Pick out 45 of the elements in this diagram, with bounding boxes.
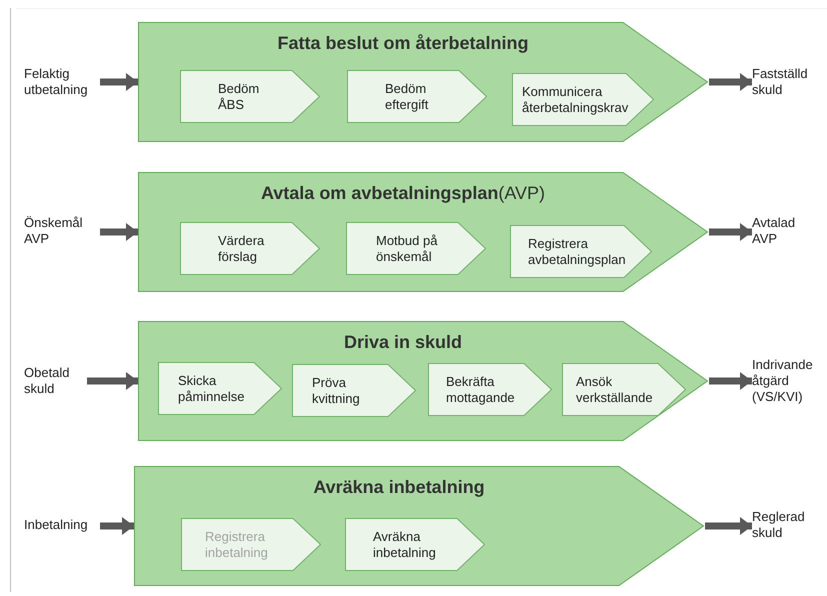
process-title: Fatta beslut om återbetalning: [276, 32, 530, 54]
process-title: Avtala om avbetalningsplan(AVP): [260, 182, 546, 204]
process-title: Driva in skuld: [342, 331, 464, 353]
process-step: [346, 222, 486, 275]
step-label: Skicka påminnelse: [178, 372, 246, 404]
arrow: [709, 372, 752, 390]
step-label: Bedöm ÅBS: [218, 80, 260, 112]
process-stage: [138, 22, 708, 142]
process-step: [180, 70, 320, 123]
step-label: Motbud på önskemål: [376, 232, 438, 264]
output-label: Reglerad skuld: [752, 509, 824, 541]
output-label: Avtalad AVP: [752, 215, 812, 247]
step-label: Värdera förslag: [218, 232, 266, 264]
process-title: Avräkna inbetalning: [312, 476, 486, 498]
arrow: [100, 517, 134, 535]
process-stage: [138, 321, 708, 441]
step-label: Avräkna inbetalning: [373, 528, 437, 560]
process-step: [181, 518, 321, 571]
arrow: [705, 517, 752, 535]
output-label: Indrivande åtgärd (VS/KVI): [752, 357, 824, 405]
arrow: [100, 223, 138, 241]
step-label: Registrera inbetalning: [205, 528, 269, 560]
process-step: [345, 518, 485, 571]
arrow: [100, 73, 138, 91]
step-label: Bekräfta mottagande: [446, 374, 516, 406]
process-stage: [134, 466, 704, 586]
process-step: [510, 225, 652, 278]
process-stage: [138, 172, 708, 292]
step-label: Pröva kvittning: [312, 374, 361, 406]
arrow: [709, 223, 752, 241]
input-label: Önskemål AVP: [24, 215, 99, 247]
step-label: Bedöm eftergift: [385, 80, 430, 112]
process-step: [180, 222, 320, 275]
arrow: [87, 372, 138, 390]
step-label: Ansök verkställande: [576, 374, 654, 406]
input-label: Inbetalning: [24, 517, 99, 533]
input-label: Felaktig utbetalning: [24, 66, 99, 98]
arrow: [709, 73, 752, 91]
output-label: Fastställd skuld: [752, 66, 824, 98]
step-label: Registrera avbetalningsplan: [528, 236, 627, 268]
process-step: [562, 363, 686, 416]
process-step: [512, 73, 654, 126]
input-label: Obetald skuld: [24, 365, 86, 397]
process-step: [347, 70, 487, 123]
step-label: Kommunicera återbetalningskrav: [522, 84, 630, 116]
